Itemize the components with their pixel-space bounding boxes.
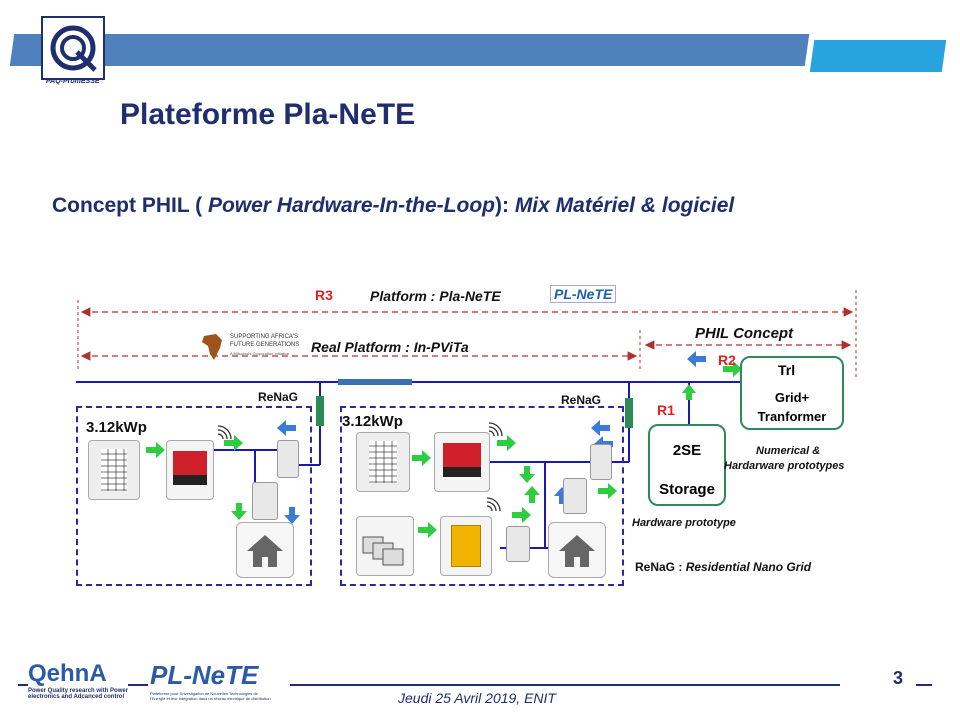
paq-logo bbox=[41, 16, 105, 80]
africa-map-icon bbox=[202, 334, 222, 360]
plnete-caption-line1: Plateforme pour l'Investigation de Nouve… bbox=[150, 691, 258, 696]
numerical-line1: Numerical & bbox=[756, 445, 821, 457]
africa-logo-line3: A Mitsubishi Corporation Initiative bbox=[230, 351, 290, 356]
renag-definition: ReNaG : Residential Nano Grid bbox=[635, 560, 811, 574]
africa-logo-line2: FUTURE GENERATIONS bbox=[230, 342, 300, 348]
real-platform-label: Real Platform : In-PViTa bbox=[311, 339, 469, 355]
pv-panel-left bbox=[88, 440, 140, 500]
phil-concept-label: PHIL Concept bbox=[695, 325, 794, 342]
battery-inverter bbox=[440, 516, 492, 576]
plnete-logo-text: PL-NeTE bbox=[150, 660, 259, 690]
page-title: Plateforme Pla-NeTE bbox=[120, 98, 416, 131]
africa-logo-line1: SUPPORTING AFRICA'S bbox=[230, 334, 299, 340]
pv-right-label: 3.12kWp bbox=[342, 413, 403, 430]
qehna-caption-line2: electronics and Adcanced control bbox=[28, 694, 125, 700]
house-right bbox=[548, 522, 606, 578]
battery-bank bbox=[356, 516, 414, 576]
meter-left-top bbox=[277, 440, 299, 478]
qehna-logo-text: QehnA bbox=[28, 660, 107, 687]
page-number-underline bbox=[916, 684, 932, 686]
bus-highlight bbox=[338, 379, 412, 385]
left-nanogrid-box bbox=[76, 406, 312, 586]
platform-label: Platform : Pla-NeTE bbox=[370, 288, 501, 304]
footer-line-right bbox=[290, 684, 840, 686]
renag-left-label: ReNaG bbox=[258, 390, 299, 404]
inverter-left bbox=[166, 440, 214, 500]
footer-line-mid bbox=[128, 684, 148, 686]
pv-panel-right bbox=[356, 432, 410, 492]
paq-logo-caption: PAQ-PromESSE bbox=[46, 78, 100, 85]
transformer-title: Trl bbox=[778, 362, 796, 378]
meter-left-bottom bbox=[252, 482, 278, 520]
transformer-line2: Tranformer bbox=[757, 409, 827, 424]
r3-label: R3 bbox=[315, 287, 333, 303]
subtitle-part3: ): bbox=[494, 194, 515, 217]
footer-line-left bbox=[18, 684, 28, 686]
qehna-logo: QehnA Power Quality research with Power … bbox=[28, 660, 128, 700]
plnete-caption-line2: l'Energie et leur intégration dans un ré… bbox=[150, 696, 271, 701]
r2-label: R2 bbox=[718, 352, 736, 368]
subtitle-part4: Mix Matériel & logiciel bbox=[514, 194, 735, 217]
africa-logo: SUPPORTING AFRICA'S FUTURE GENERATIONS A… bbox=[200, 332, 310, 362]
wifi-icons bbox=[217, 422, 503, 512]
qehna-caption-line1: Power Quality research with Power bbox=[28, 688, 129, 694]
hardware-prototype-label: Hardware prototype bbox=[632, 517, 736, 529]
platform-logo: PL-NeTE bbox=[550, 285, 617, 303]
green-flow-arrows bbox=[146, 361, 742, 538]
renag-def-text: Residential Nano Grid bbox=[685, 560, 812, 574]
transformer-line1: Grid+ bbox=[774, 390, 810, 405]
battery-icon bbox=[362, 536, 404, 566]
pv-left-label: 3.12kWp bbox=[86, 419, 147, 436]
subtitle-part1: Concept PHIL ( bbox=[52, 194, 208, 217]
transformer-box: Trl Grid+ Tranformer bbox=[740, 356, 844, 430]
r1-label: R1 bbox=[657, 402, 675, 418]
slide-subtitle: Concept PHIL ( Power Hardware-In-the-Loo… bbox=[52, 194, 734, 218]
paq-logo-icon bbox=[50, 25, 97, 72]
inverter-right bbox=[434, 432, 490, 492]
renag-left-switch bbox=[316, 396, 324, 426]
meter-right-1 bbox=[590, 444, 612, 480]
renag-right-switch bbox=[625, 398, 633, 428]
meter-right-3 bbox=[506, 526, 530, 562]
storage-line1: 2SE bbox=[672, 442, 702, 459]
meter-right-2 bbox=[563, 478, 587, 514]
house-icon bbox=[247, 535, 283, 567]
plnete-logo: PL-NeTE Plateforme pour l'Investigation … bbox=[150, 660, 271, 701]
right-nanogrid-box bbox=[340, 406, 624, 586]
storage-box: 2SE Storage bbox=[648, 424, 726, 506]
footer-date: Jeudi 25 Avril 2019, ENIT bbox=[398, 690, 556, 706]
renag-right-label: ReNaG bbox=[561, 393, 602, 407]
house-left bbox=[236, 522, 294, 578]
numerical-line2: Hardarware prototypes bbox=[724, 460, 845, 472]
subtitle-part2: Power Hardware-In-the-Loop bbox=[207, 194, 495, 217]
page-number: 3 bbox=[893, 668, 904, 688]
storage-line2: Storage bbox=[659, 481, 715, 498]
renag-def-prefix: ReNaG : bbox=[635, 560, 686, 574]
house-icon bbox=[559, 535, 595, 567]
